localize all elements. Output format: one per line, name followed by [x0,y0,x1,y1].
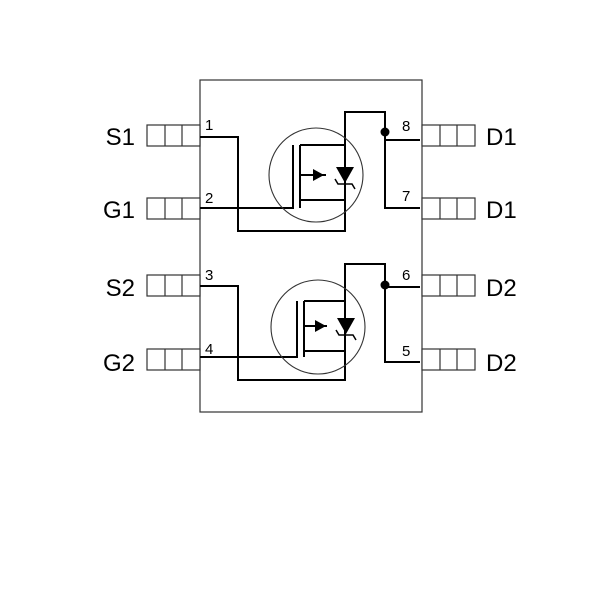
wire-gate-1 [200,145,294,209]
zener-2-triangle [337,318,355,334]
mosfet-2 [200,263,420,381]
pin-label-d2-bottom: D2 [486,350,517,377]
pin-label-s2: S2 [106,275,135,302]
left-pin-leads [146,124,201,371]
pin-lead-6 [421,274,476,297]
pin-label-d1-bottom: D1 [486,197,517,224]
pin-lead-5 [421,348,476,371]
junction-dot-1 [380,127,390,137]
pin-number-6: 6 [402,267,410,284]
mosfet-1-circle [268,127,364,223]
mosfet-1-arrow [313,169,324,181]
wire-gate-2 [200,301,298,358]
pin-number-4: 4 [205,341,213,358]
pin-label-g1: G1 [103,197,135,224]
right-pin-leads [421,124,476,371]
pin-number-3: 3 [205,267,213,284]
mosfet-2-circle [270,279,366,375]
pin-label-d1-top: D1 [486,124,517,151]
mosfet-1 [200,111,420,232]
pin-lead-2 [146,197,201,220]
pin-lead-1 [146,124,201,147]
pin-lead-8 [421,124,476,147]
package-body [199,79,423,413]
pin-label-d2-top: D2 [486,275,517,302]
pin-lead-7 [421,197,476,220]
pin-lead-3 [146,274,201,297]
pin-label-s1: S1 [106,124,135,151]
zener-1-triangle [336,167,354,183]
pin-number-8: 8 [402,118,410,135]
zener-1-bar [334,178,356,190]
pin-label-g2: G2 [103,350,135,377]
mosfet-2-arrow [315,320,326,332]
pin-number-7: 7 [402,188,410,205]
pin-number-2: 2 [205,190,213,207]
junction-dot-2 [380,280,390,290]
pin-number-5: 5 [402,343,410,360]
pin-number-1: 1 [205,117,213,134]
pin-lead-4 [146,348,201,371]
zener-2-bar [335,329,357,341]
